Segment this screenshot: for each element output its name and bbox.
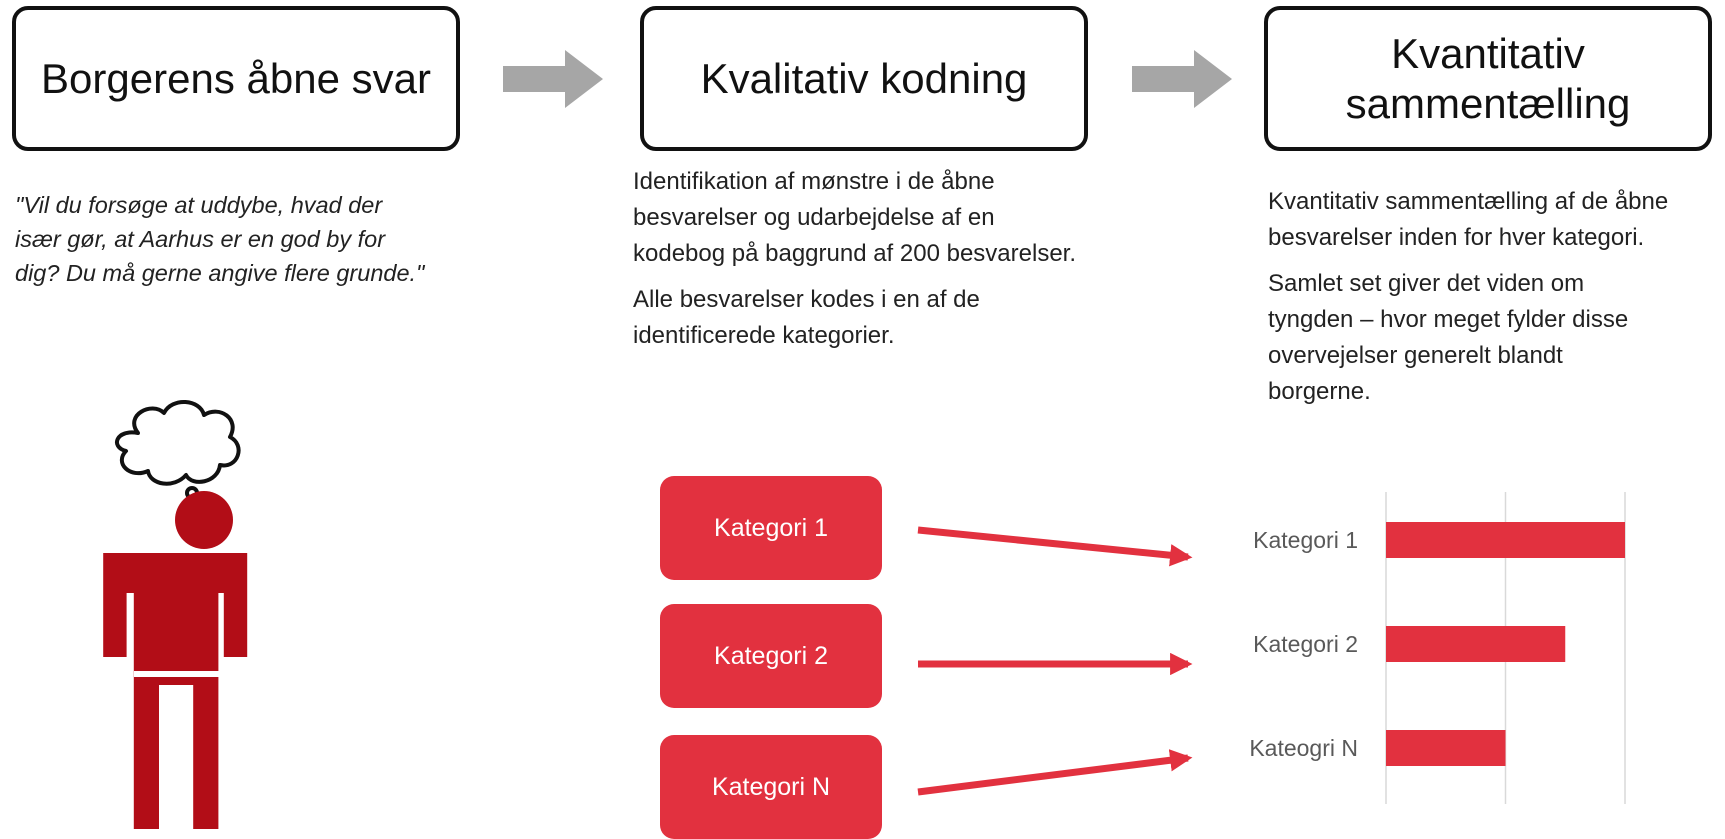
coding-paragraph-2: Alle besvarelser kodes i en af de identi…	[633, 282, 1153, 354]
chart-bar	[1386, 730, 1506, 766]
chart-category-label: Kateogri N	[1249, 735, 1358, 761]
quote-line: "Vil du forsøge at uddybe, hvad der	[15, 192, 383, 218]
flow-arrow-2	[1132, 50, 1232, 108]
stage-title-line-1: Kvantitativ	[1391, 29, 1585, 77]
coding-paragraph-1: Identifikation af mønstre i de åbne besv…	[633, 164, 1153, 272]
category-box-1: Kategori 1	[660, 476, 882, 580]
person-head	[175, 491, 233, 549]
arrow-category-1	[917, 526, 1193, 567]
arrow-category-n	[917, 749, 1193, 796]
chart-bar	[1386, 626, 1566, 662]
count-paragraph-2: Samlet set giver det viden om tyngden – …	[1268, 266, 1720, 410]
survey-question-quote: "Vil du forsøge at uddybe, hvad der især…	[15, 188, 485, 290]
flow-arrow-1	[503, 50, 603, 108]
category-box-2: Kategori 2	[660, 604, 882, 708]
text-line: overvejelser generelt blandt	[1268, 342, 1563, 369]
text-line: tyngden – hvor meget fylder disse	[1268, 306, 1629, 333]
person-body	[103, 553, 248, 829]
category-box-n: Kategori N	[660, 735, 882, 839]
count-paragraph-1: Kvantitativ sammentælling af de åbne bes…	[1268, 184, 1720, 256]
text-line: identificerede kategorier.	[633, 322, 895, 349]
text-line: Identifikation af mønstre i de åbne	[633, 168, 995, 195]
chart-category-label: Kategori 1	[1253, 527, 1358, 553]
text-line: besvarelser og udarbejdelse af en	[633, 204, 995, 231]
stage-box-qualitative-coding: Kvalitativ kodning	[640, 6, 1088, 151]
text-line: Kvantitativ sammentælling af de åbne	[1268, 188, 1669, 215]
stage-title: Kvalitativ kodning	[700, 54, 1028, 102]
chart-category-label: Kategori 2	[1253, 631, 1358, 657]
text-line: besvarelser inden for hver kategori.	[1268, 224, 1645, 251]
person-icon	[103, 400, 248, 829]
flow-arrow-shape	[1132, 50, 1232, 108]
chart-bar	[1386, 522, 1625, 558]
person-belt-gap	[134, 671, 238, 677]
count-description: Kvantitativ sammentælling af de åbne bes…	[1268, 184, 1720, 420]
text-line: Alle besvarelser kodes i en af de	[633, 286, 980, 313]
stage-box-quantitative-count: Kvantitativ sammentælling	[1264, 6, 1712, 151]
text-line: borgerne.	[1268, 378, 1371, 405]
coding-description: Identifikation af mønstre i de åbne besv…	[633, 164, 1153, 364]
quote-line: især gør, at Aarhus er en god by for	[15, 226, 386, 252]
text-line: Samlet set giver det viden om	[1268, 270, 1585, 297]
stage-title: Kvantitativ sammentælling	[1346, 29, 1631, 129]
flow-arrow-shape	[503, 50, 603, 108]
category-label: Kategori 2	[714, 641, 828, 670]
stage-title: Borgerens åbne svar	[41, 54, 431, 102]
category-label: Kategori 1	[714, 513, 828, 542]
text-line: kodebog på baggrund af 200 besvarelser.	[633, 240, 1077, 267]
category-label: Kategori N	[711, 772, 831, 801]
stage-box-open-answers: Borgerens åbne svar	[12, 6, 460, 151]
quote-line: dig? Du må gerne angive flere grunde."	[15, 260, 425, 286]
category-bar-chart: Kategori 1 Kategori 2 Kateogri N	[1249, 492, 1626, 804]
stage-title-line-2: sammentælling	[1345, 79, 1631, 127]
